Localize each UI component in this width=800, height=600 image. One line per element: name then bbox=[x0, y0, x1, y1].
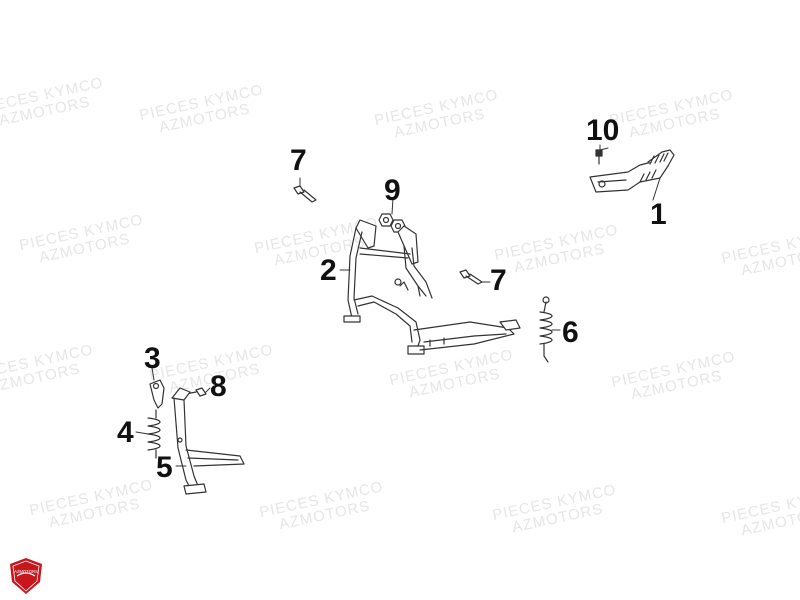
bolt-part-7-top bbox=[293, 185, 317, 203]
callout-1: 1 bbox=[650, 198, 667, 231]
callout-5: 5 bbox=[156, 451, 173, 484]
callout-10: 10 bbox=[586, 114, 620, 147]
azmotors-logo: AZMOTORS bbox=[10, 558, 42, 594]
callout-7-right: 7 bbox=[490, 264, 507, 297]
callout-6: 6 bbox=[562, 316, 579, 349]
kick-starter-lever-part bbox=[589, 149, 675, 193]
callout-4: 4 bbox=[117, 416, 134, 449]
logo-text: AZMOTORS bbox=[14, 569, 38, 574]
callout-8: 8 bbox=[210, 370, 227, 403]
callout-7-top: 7 bbox=[290, 144, 307, 177]
leader-lines bbox=[135, 147, 661, 467]
bolt-part-7-right bbox=[459, 269, 483, 285]
callout-2: 2 bbox=[320, 254, 337, 287]
spring-part-6 bbox=[539, 296, 553, 363]
callout-9: 9 bbox=[384, 174, 401, 207]
main-stand-part bbox=[343, 219, 521, 355]
bolt-part-10 bbox=[595, 149, 603, 165]
callout-3: 3 bbox=[144, 342, 161, 375]
side-stand-part bbox=[171, 387, 245, 495]
bracket-part-3 bbox=[149, 379, 165, 409]
